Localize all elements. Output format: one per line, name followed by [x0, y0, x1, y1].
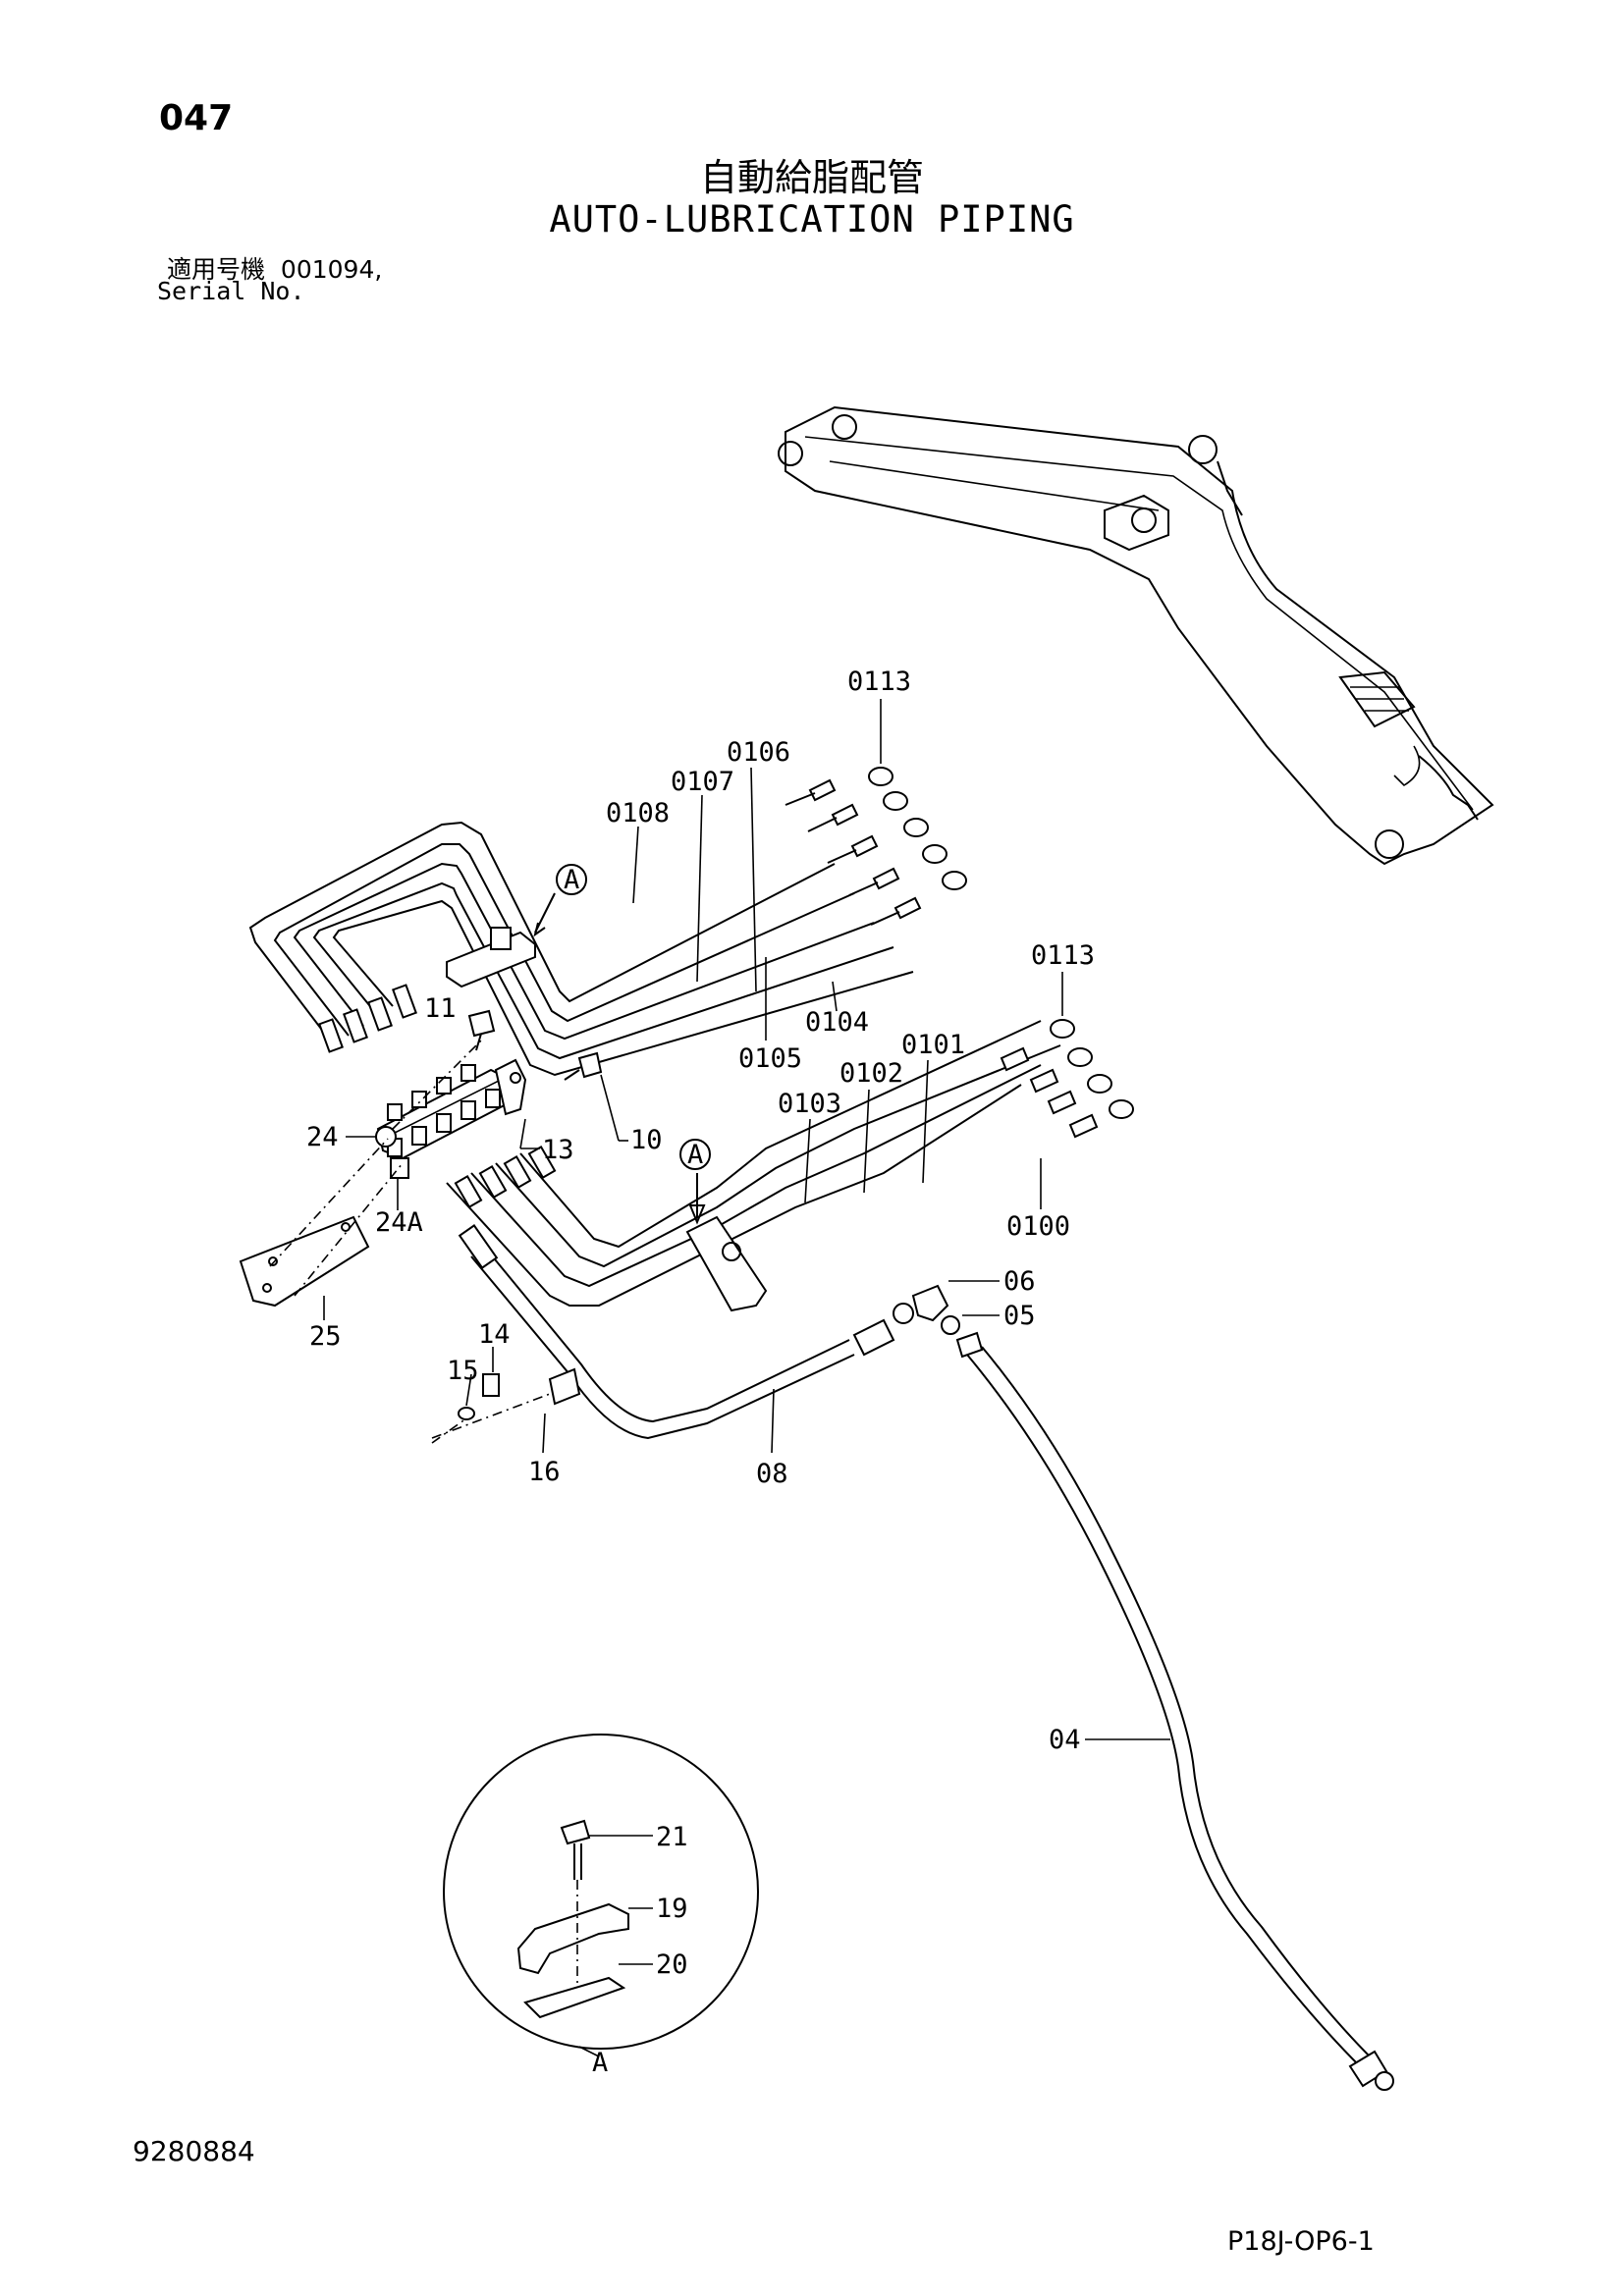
callout-0103: 0103: [778, 1089, 841, 1119]
callout-0101: 0101: [901, 1030, 965, 1060]
page-title-english: AUTO-LUBRICATION PIPING: [549, 198, 1075, 240]
callout-24a: 24A: [375, 1207, 423, 1238]
serial-value: 001094,: [280, 255, 383, 284]
page-title-japanese: 自動給脂配管: [699, 156, 924, 199]
document-number: 9280884: [133, 2135, 255, 2167]
callout-16: 16: [528, 1457, 561, 1487]
callout-0113-lower: 0113: [1031, 940, 1095, 971]
callout-10: 10: [630, 1125, 663, 1155]
callout-view-a-upper: A: [564, 865, 579, 895]
callout-11: 11: [424, 993, 457, 1024]
page-number: 047: [159, 98, 234, 138]
callout-0104: 0104: [805, 1007, 869, 1038]
leader-lines: [323, 699, 1170, 2057]
serial-line: 適用号機 001094,: [167, 250, 382, 286]
plate-25: [239, 1215, 370, 1308]
callout-0102: 0102: [839, 1058, 903, 1089]
upper-pipe-bundle: [248, 767, 967, 1077]
detail-view-a: [443, 1734, 759, 2050]
page-code: P18J-OP6-1: [1227, 2226, 1375, 2257]
callout-13: 13: [542, 1135, 574, 1165]
callout-0108: 0108: [606, 798, 670, 828]
callout-19: 19: [656, 1894, 688, 1924]
callout-0106: 0106: [727, 737, 790, 768]
callout-08: 08: [756, 1459, 788, 1489]
callout-21: 21: [656, 1822, 688, 1852]
callout-25: 25: [309, 1321, 342, 1352]
callout-0113-upper: 0113: [847, 667, 911, 697]
callout-detail-a: A: [592, 2048, 608, 2078]
callout-24: 24: [306, 1122, 339, 1152]
boom-drawing: [778, 405, 1494, 866]
callout-20: 20: [656, 1949, 688, 1980]
callout-04: 04: [1049, 1725, 1081, 1755]
callout-05: 05: [1003, 1301, 1036, 1331]
callout-0107: 0107: [671, 767, 734, 797]
view-a-marker-upper: [556, 864, 587, 895]
callout-view-a-lower: A: [687, 1140, 703, 1170]
callout-14: 14: [478, 1319, 511, 1350]
distributor-block: [318, 984, 603, 1179]
main-hoses: [458, 1224, 1394, 2091]
view-a-marker-lower: [679, 1139, 711, 1170]
serial-label-english: Serial No.: [157, 277, 305, 305]
callout-0100: 0100: [1006, 1211, 1070, 1242]
assembly-lines: [269, 1040, 551, 1444]
callout-06: 06: [1003, 1266, 1036, 1297]
serial-label-japanese: 適用号機: [167, 255, 266, 284]
lower-pipe-bundle: [446, 1019, 1134, 1312]
callout-0105: 0105: [738, 1043, 802, 1074]
callout-15: 15: [447, 1356, 479, 1386]
